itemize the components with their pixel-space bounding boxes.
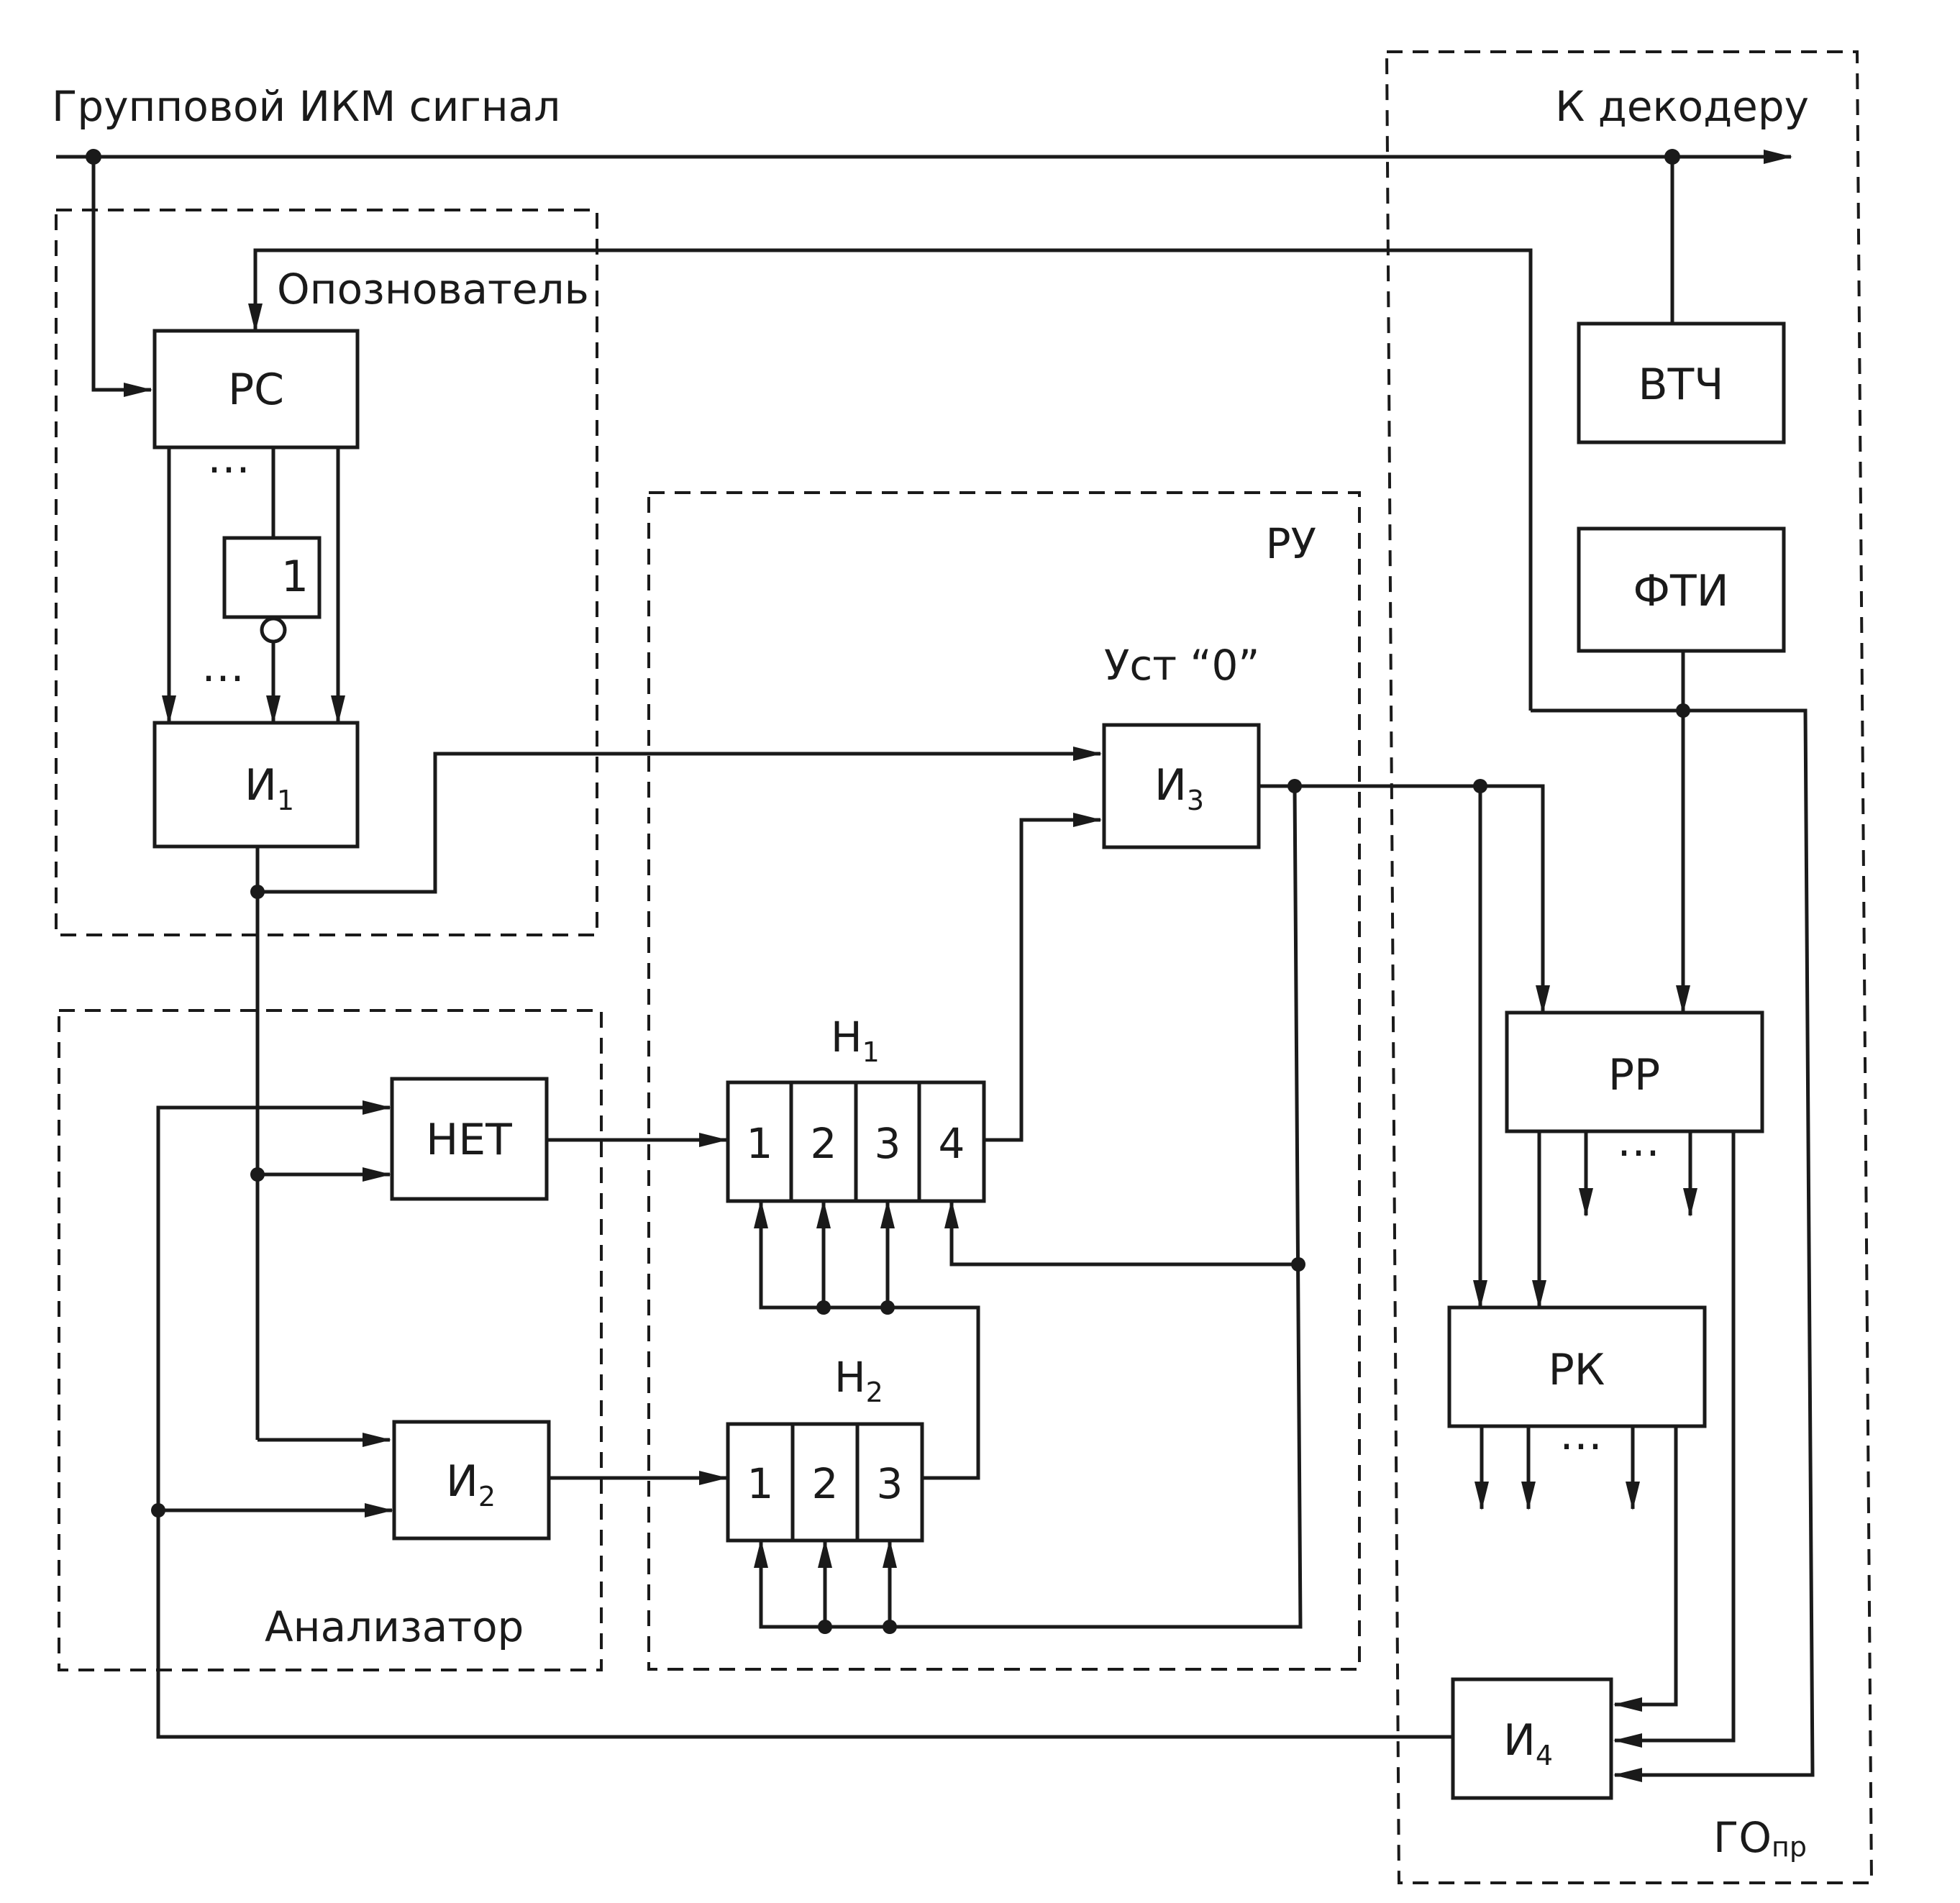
and4-label: И4 — [1503, 1715, 1553, 1771]
n1-cell-3-label: 3 — [875, 1119, 901, 1168]
wire-reset-n1-cell4 — [944, 1200, 1298, 1267]
wire-n1-to-and3 — [984, 813, 1102, 1142]
n1-label: Н1 — [831, 1013, 880, 1068]
and3-label: И3 — [1154, 760, 1204, 816]
wire-and3-to-rr — [1480, 784, 1550, 1014]
rr-block-label: РР — [1608, 1050, 1660, 1100]
go-label-sub: пр — [1772, 1831, 1807, 1863]
to-decoder-label: К декодеру — [1555, 82, 1809, 131]
n1-cell-4-label: 4 — [939, 1119, 965, 1168]
wire-n2-to-n1-cell1 — [754, 1200, 980, 1480]
and2-block — [392, 1420, 551, 1541]
n2-cell-3-label: 3 — [877, 1459, 903, 1508]
fti-block-label: ФТИ — [1633, 566, 1728, 616]
identifier-label: Опознователь — [277, 265, 589, 314]
go-label-main: ГО — [1713, 1813, 1772, 1862]
and1-input-ellipsis: ⋯ — [201, 652, 245, 703]
and2-label-sub: 2 — [478, 1481, 496, 1512]
n2-label-main: Н — [834, 1353, 866, 1402]
n2-label: Н2 — [834, 1353, 883, 1408]
n2-counter: 1 2 3 — [726, 1422, 924, 1543]
wire-reset-n2-cell1 — [754, 785, 1303, 1629]
analyzer-label: Анализатор — [265, 1602, 524, 1651]
n1-cell-2-label: 2 — [811, 1119, 837, 1168]
go-group-boundary — [1385, 50, 1874, 1884]
and4-label-sub: 4 — [1536, 1740, 1553, 1771]
and1-label: И1 — [245, 760, 294, 816]
feedback-junction — [151, 1503, 165, 1518]
rk-block-label: РК — [1549, 1345, 1605, 1395]
rk-output-ellipsis: ⋯ — [1559, 1420, 1603, 1471]
analyzer-group-boundary — [58, 1009, 603, 1671]
wire-rk-to-and4 — [1613, 1426, 1678, 1712]
ru-group-boundary — [647, 491, 1361, 1671]
rs-block — [152, 329, 360, 449]
n2-reset-junction-a — [818, 1620, 832, 1634]
n2-reset-junction-b — [883, 1620, 897, 1634]
n2-cell-2-label: 2 — [812, 1459, 839, 1508]
ru-label: РУ — [1266, 519, 1316, 568]
rs-output-ellipsis: ⋯ — [207, 444, 250, 494]
go-label: ГОпр — [1713, 1813, 1807, 1863]
vtch-block — [1577, 321, 1786, 444]
reset-label: Уст “0” — [1104, 641, 1259, 690]
and2-label-main: И — [446, 1456, 478, 1507]
wire-and1-to-and3 — [257, 747, 1102, 894]
vtch-block-label: ВТЧ — [1638, 360, 1724, 410]
n1-label-sub: 1 — [862, 1036, 880, 1068]
wire-feedback-to-rs — [248, 248, 1533, 711]
identifier-group-boundary — [55, 209, 598, 936]
and4-label-main: И — [1503, 1715, 1536, 1766]
fti-block — [1577, 526, 1786, 653]
and3-label-main: И — [1154, 760, 1187, 811]
n2-cell-1-label: 1 — [747, 1459, 774, 1508]
n2-cell-2 — [790, 1422, 860, 1543]
wire-and4-to-net — [156, 1100, 1451, 1739]
and1-label-main: И — [245, 760, 277, 811]
input-signal-label: Групповой ИКМ сигнал — [52, 82, 560, 131]
inverter-label: 1 — [281, 552, 309, 602]
rr-output-ellipsis: ⋯ — [1617, 1127, 1660, 1177]
net-block-label: НЕТ — [426, 1115, 512, 1165]
inverter-block — [222, 536, 322, 619]
wire-rr-to-and4 — [1613, 1131, 1736, 1748]
n1-reset-junction-a — [816, 1300, 831, 1315]
rs-block-label: РС — [228, 365, 284, 415]
and4-block — [1451, 1677, 1613, 1800]
inverter-output-bubble — [260, 616, 287, 644]
wire-bus-to-rs — [91, 157, 152, 397]
rk-block — [1447, 1305, 1707, 1428]
n2-label-sub: 2 — [866, 1377, 883, 1408]
n1-reset-junction-b — [880, 1300, 895, 1315]
and3-block — [1102, 723, 1261, 849]
and1-label-sub: 1 — [277, 785, 294, 816]
n2-cell-3 — [855, 1422, 924, 1543]
and3-label-sub: 3 — [1187, 785, 1204, 816]
rr-block — [1505, 1010, 1764, 1133]
and2-label: И2 — [446, 1456, 496, 1512]
n1-counter: 1 2 3 4 — [726, 1080, 986, 1203]
reset-junction-n1 — [1291, 1257, 1305, 1272]
n1-cell-1-label: 1 — [747, 1119, 773, 1168]
n1-label-main: Н — [831, 1013, 862, 1062]
wire-fti-to-and4 — [1613, 708, 1815, 1782]
